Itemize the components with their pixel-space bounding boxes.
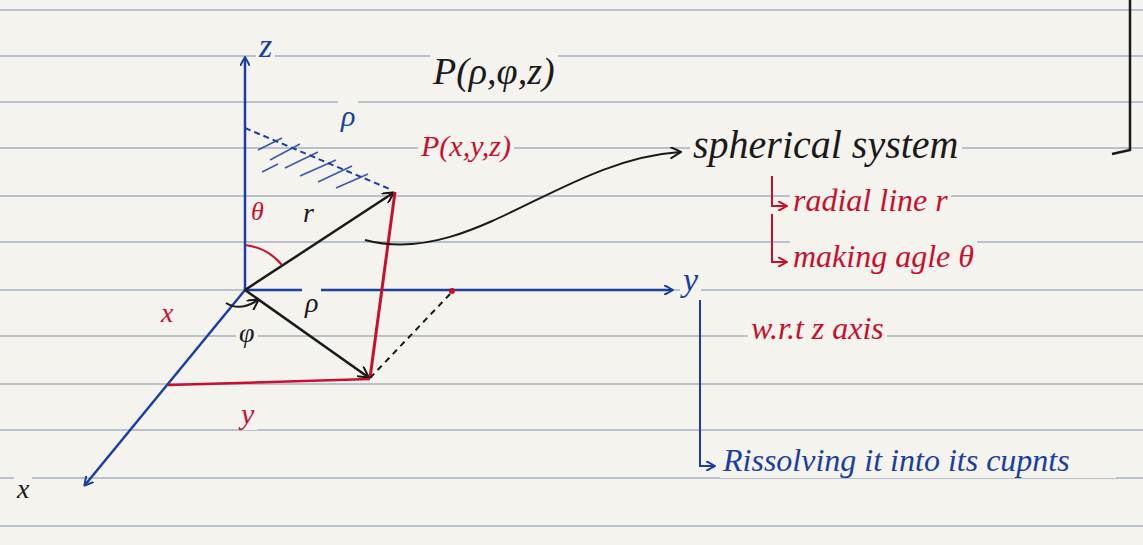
symbol-label: θ (248, 198, 267, 225)
symbol-label: ρ (338, 100, 358, 132)
ruled-lines (0, 10, 1143, 526)
note-text: w.r.t z axis (748, 312, 887, 346)
note-text: making agle θ (790, 240, 977, 274)
y-distance (168, 379, 370, 385)
note-text: radial line r (790, 184, 951, 218)
leader-arrow (365, 152, 680, 245)
point-label: P(x,y,z) (418, 130, 514, 162)
axis-label: z (256, 28, 275, 64)
point-label: P(ρ,φ,z) (430, 52, 558, 92)
theta-arc (245, 245, 282, 265)
symbol-label: y (238, 398, 257, 430)
note-text: Rissolving it into its cupnts (720, 444, 1116, 478)
axis-label: x (14, 474, 32, 503)
dashed-to-y (370, 292, 452, 378)
rho-top-line (245, 128, 392, 190)
hatching (258, 138, 368, 188)
symbol-label: φ (236, 318, 258, 347)
note-text: spherical system (690, 124, 962, 166)
hook-arrow (772, 176, 786, 206)
symbol-label: r (300, 198, 317, 227)
y-point (449, 288, 455, 294)
bracket (1112, 0, 1130, 154)
projection-line (370, 192, 395, 378)
z-axis (244, 58, 247, 290)
hook-arrow (700, 300, 714, 466)
phi-arc (226, 300, 258, 307)
hook-arrow (772, 214, 786, 262)
symbol-label: x (158, 298, 176, 327)
x-axis (85, 290, 245, 485)
axis-label: y (680, 262, 701, 298)
symbol-label: ρ (302, 288, 321, 317)
